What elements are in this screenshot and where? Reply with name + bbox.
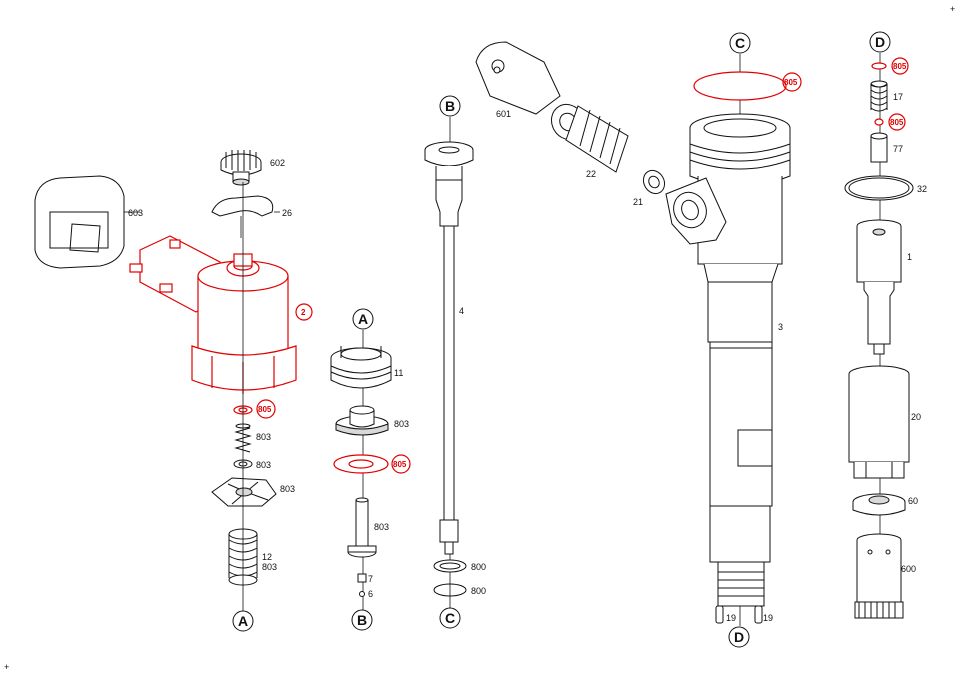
marker-d-top: D: [869, 31, 891, 53]
dowel-pin-19-a: [715, 605, 724, 624]
nozzle-spring-17: [870, 80, 888, 112]
svg-text:B: B: [357, 612, 367, 628]
marker-c-top: C: [729, 32, 751, 54]
marker-a-bottom: A: [232, 610, 254, 632]
marker-c-bottom: C: [439, 607, 461, 629]
svg-text:C: C: [735, 35, 745, 51]
label-803-c: 803: [280, 484, 295, 494]
marker-b-top: B: [439, 95, 461, 117]
label-805-c: 805: [784, 78, 798, 87]
seal-ring-32: [844, 175, 914, 201]
valve-group: A 11 803 805: [330, 308, 411, 631]
label-800-b: 800: [471, 586, 486, 596]
corner-mark-bottom-left: +: [4, 662, 9, 672]
label-11: 11: [394, 368, 403, 378]
shim-805-nozzle-small: [874, 118, 884, 126]
washer-60: [852, 493, 906, 516]
label-803-d: 803: [262, 562, 277, 572]
label-805-ring-a: [256, 399, 276, 419]
label-803-f: 803: [374, 522, 389, 532]
push-rod-group: B 4 800 800 C: [424, 95, 486, 629]
protective-cap-601: [475, 41, 561, 115]
dowel-pin-19-b: [754, 605, 763, 624]
nozzle-nut-20: [848, 365, 910, 479]
push-rod-4: [424, 141, 474, 555]
svg-text:B: B: [445, 98, 455, 114]
label-2: 2: [301, 308, 306, 317]
label-3: 3: [778, 322, 783, 332]
label-17: 17: [893, 92, 903, 102]
label-805-ring-c: [782, 72, 802, 92]
spacer-77: [870, 132, 888, 163]
solenoid-group: 603 602 26: [34, 150, 313, 632]
svg-text:A: A: [238, 613, 248, 629]
label-4: 4: [459, 306, 464, 316]
nozzle-1: [856, 219, 902, 355]
marker-b-bottom: B: [351, 609, 373, 631]
knurled-nut-602: [220, 150, 262, 186]
label-60: 60: [908, 496, 918, 506]
label-803-e: 803: [394, 419, 409, 429]
edge-filter-22: [550, 103, 629, 173]
label-803-b: 803: [256, 460, 271, 470]
corner-mark-top-right: +: [950, 4, 955, 14]
label-805-ring-d1: [891, 57, 909, 75]
armature-plate-803: [211, 477, 277, 507]
shim-805-nozzle-top: [871, 62, 887, 70]
label-600: 600: [901, 564, 916, 574]
label-603: 603: [128, 208, 143, 218]
label-22: 22: [586, 169, 596, 179]
spring-clip-26: [211, 195, 280, 238]
solenoid-valve-2: [129, 235, 297, 394]
injector-body-group: C 805: [665, 32, 802, 648]
label-805-ring-d2: [888, 113, 906, 131]
nozzle-group: D 805 17 805 77 32: [844, 31, 927, 619]
svg-text:C: C: [445, 610, 455, 626]
marker-d-bottom: D: [728, 626, 750, 648]
valve-piece-803: [335, 405, 389, 436]
svg-text:A: A: [358, 311, 368, 327]
shim-805-valve: [333, 454, 389, 474]
armature-pin-803: [347, 497, 377, 558]
label-805-d1: 805: [893, 62, 907, 71]
label-601: 601: [496, 109, 511, 119]
inlet-group: 601 22 21: [475, 41, 666, 207]
svg-text:D: D: [734, 629, 744, 645]
ball-6: [359, 591, 365, 597]
marker-a-top: A: [352, 308, 374, 330]
label-2-ring: [295, 303, 313, 321]
label-77: 77: [893, 144, 903, 154]
label-19-b: 19: [763, 613, 773, 623]
label-19-a: 19: [726, 613, 736, 623]
label-805-ring-b: [391, 454, 411, 474]
connector-cap-603: [34, 175, 140, 269]
label-803-a: 803: [256, 432, 271, 442]
label-21: 21: [633, 197, 643, 207]
ring-800-a: [433, 559, 467, 573]
label-26: 26: [282, 208, 292, 218]
seal-ring-805-body: [693, 71, 787, 101]
label-805-d2: 805: [890, 118, 904, 127]
label-7: 7: [368, 574, 373, 584]
seal-ring-21: [642, 169, 666, 195]
label-805-a: 805: [258, 405, 272, 414]
ball-seat-7: [357, 573, 367, 583]
injector-body-3: [665, 113, 791, 607]
label-6: 6: [368, 589, 373, 599]
sleeve-600: [854, 533, 904, 619]
label-1: 1: [907, 252, 912, 262]
svg-text:D: D: [875, 34, 885, 50]
ring-800-b: [433, 583, 467, 597]
label-20: 20: [911, 412, 921, 422]
label-32: 32: [917, 184, 927, 194]
label-602: 602: [270, 158, 285, 168]
label-800-a: 800: [471, 562, 486, 572]
label-12: 12: [262, 552, 272, 562]
label-805-b: 805: [393, 460, 407, 469]
valve-nut-11: [330, 346, 392, 389]
